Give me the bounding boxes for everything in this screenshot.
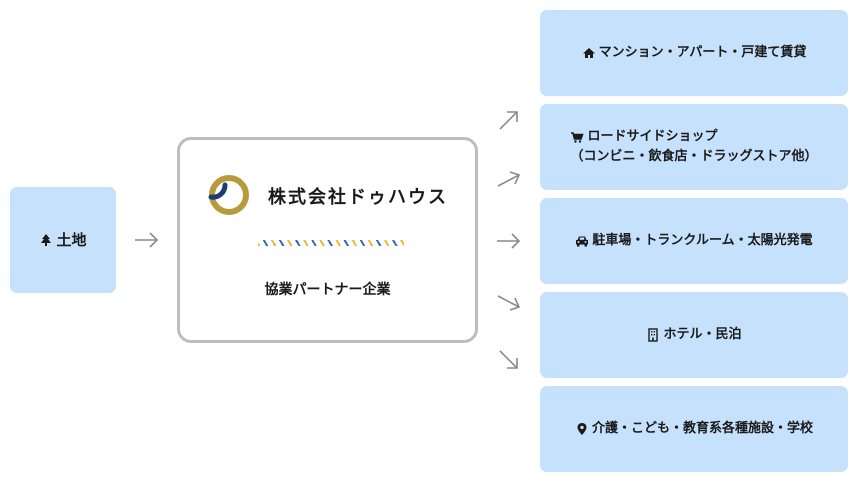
use-label-facilities: 介護・こども・教育系各種施設・学校	[591, 421, 813, 436]
partner-label: 協業パートナー企業	[264, 282, 391, 298]
land-label: 土地	[56, 231, 87, 249]
car-icon	[575, 234, 589, 248]
use-box-parking: 駐車場・トランクルーム・太陽光発電	[540, 198, 848, 284]
decorative-stripe	[258, 240, 404, 246]
company-logo	[208, 175, 249, 215]
map-pin-icon	[575, 422, 589, 436]
use-box-facilities: 介護・こども・教育系各種施設・学校	[540, 386, 848, 472]
use-label-parking: 駐車場・トランクルーム・太陽光発電	[592, 233, 813, 248]
arrow-to-use-2	[497, 171, 521, 187]
land-box: 土地	[10, 187, 116, 293]
company-name: 株式会社ドゥハウス	[268, 187, 448, 208]
use-box-rental-housing: マンション・アパート・戸建て賃貸	[540, 10, 848, 96]
use-label-roadside-shop: ロードサイドショップ	[587, 129, 718, 144]
arrow-to-use-1	[499, 111, 518, 130]
home-icon	[582, 46, 596, 60]
partner-company-card: 株式会社ドゥハウス 協業パートナー企業	[177, 137, 478, 343]
tree-icon	[39, 233, 53, 247]
arrow-to-use-4	[497, 295, 521, 311]
use-sublabel-roadside-shop: （コンビニ・飲食店・ドラッグストア他）	[570, 149, 818, 164]
arrow-to-use-3	[497, 233, 521, 249]
use-label-rental-housing: マンション・アパート・戸建て賃貸	[598, 45, 807, 60]
arrow-to-use-5	[499, 350, 518, 369]
use-label-hotel: ホテル・民泊	[663, 327, 742, 342]
use-box-roadside-shop: ロードサイドショップ （コンビニ・飲食店・ドラッグストア他）	[540, 104, 848, 190]
building-icon	[646, 328, 660, 342]
use-box-hotel: ホテル・民泊	[540, 292, 848, 378]
arrow-land-to-center	[135, 232, 159, 248]
cart-icon	[570, 130, 585, 144]
